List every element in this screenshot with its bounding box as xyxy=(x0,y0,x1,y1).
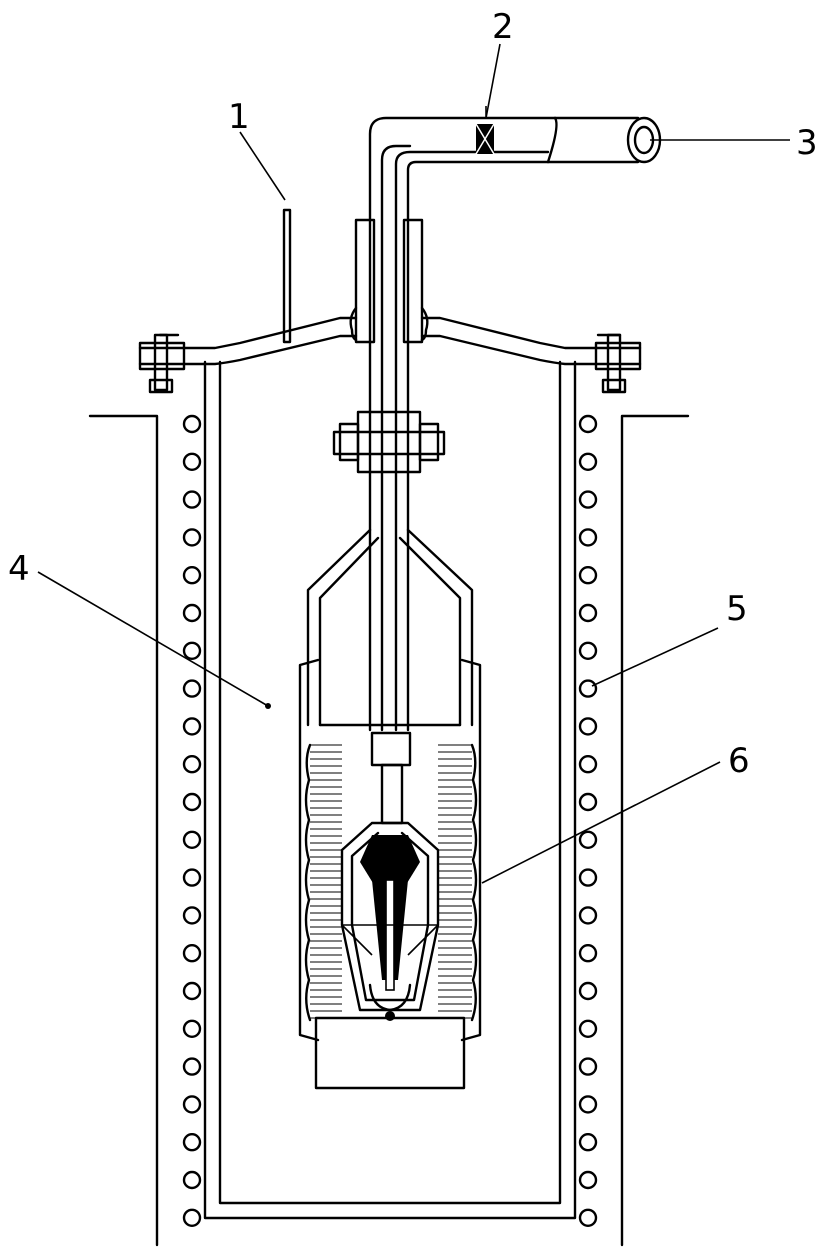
coil-turn xyxy=(578,1019,598,1039)
thermocouple-probe xyxy=(282,208,292,344)
coil-turn xyxy=(182,944,202,963)
coil-turn xyxy=(182,830,202,849)
coil-turn xyxy=(578,1132,598,1152)
coil-turn xyxy=(182,1019,202,1039)
vessel-lid xyxy=(138,316,642,371)
coil-turn xyxy=(578,981,598,1001)
coil-turn xyxy=(182,528,202,547)
mould-sleeve xyxy=(298,658,482,1042)
coil-turn xyxy=(578,1208,598,1228)
coil-turn xyxy=(182,1095,202,1114)
coil-turn xyxy=(578,414,598,434)
callout-6: 6 xyxy=(728,741,750,781)
coil-turn xyxy=(182,603,202,623)
coil-turn xyxy=(182,906,202,925)
callout-1: 1 xyxy=(228,97,250,137)
callout-5: 5 xyxy=(726,589,748,629)
coil-turn xyxy=(182,641,202,660)
coil-turn xyxy=(578,906,598,925)
callout-3: 3 xyxy=(796,123,818,163)
coil-turn xyxy=(578,528,598,547)
coil-turn xyxy=(182,717,202,736)
valve xyxy=(475,123,495,155)
coil-turn xyxy=(182,1132,202,1152)
coil-turn xyxy=(182,452,202,471)
flange-bolt-left xyxy=(148,333,180,394)
coil-turn xyxy=(578,679,598,698)
coil-turn xyxy=(182,566,202,585)
coil-turn xyxy=(182,792,202,812)
leader-lines xyxy=(37,43,790,884)
coil-turn xyxy=(578,792,598,812)
tube-coupling xyxy=(332,410,446,474)
callout-2: 2 xyxy=(492,7,514,47)
coil-turn xyxy=(182,1057,202,1076)
coil-turn xyxy=(578,1170,598,1190)
crucible xyxy=(340,731,440,1021)
coil-turn xyxy=(578,830,598,849)
coil-turn xyxy=(182,490,202,509)
base-block xyxy=(314,1016,466,1090)
induction-coil-left xyxy=(182,414,202,1228)
coil-turn xyxy=(182,1208,202,1228)
coil-turn xyxy=(578,755,598,774)
coil-turn xyxy=(578,717,598,736)
coil-turn xyxy=(578,641,598,660)
flange-bolt-right xyxy=(596,333,627,394)
coil-turn xyxy=(578,452,598,471)
coil-turn xyxy=(578,490,598,509)
coil-turn xyxy=(578,1095,598,1114)
coil-turn xyxy=(182,414,202,434)
induction-coil-right xyxy=(578,414,598,1228)
coil-turn xyxy=(578,944,598,963)
coil-turn xyxy=(182,755,202,774)
funnel-housing xyxy=(306,528,474,727)
coil-turn xyxy=(578,868,598,887)
coil-turn xyxy=(578,603,598,623)
coil-turn xyxy=(578,566,598,585)
tube-gland xyxy=(349,218,429,344)
coil-turn xyxy=(578,1057,598,1076)
gas-tube xyxy=(368,116,662,732)
coil-turn xyxy=(182,981,202,1001)
coil-turn xyxy=(182,679,202,698)
callout-4: 4 xyxy=(8,549,30,589)
coil-turn xyxy=(182,868,202,887)
vessel xyxy=(203,360,577,1220)
furnace-outer-wall xyxy=(88,414,690,1247)
coil-turn xyxy=(182,1170,202,1190)
